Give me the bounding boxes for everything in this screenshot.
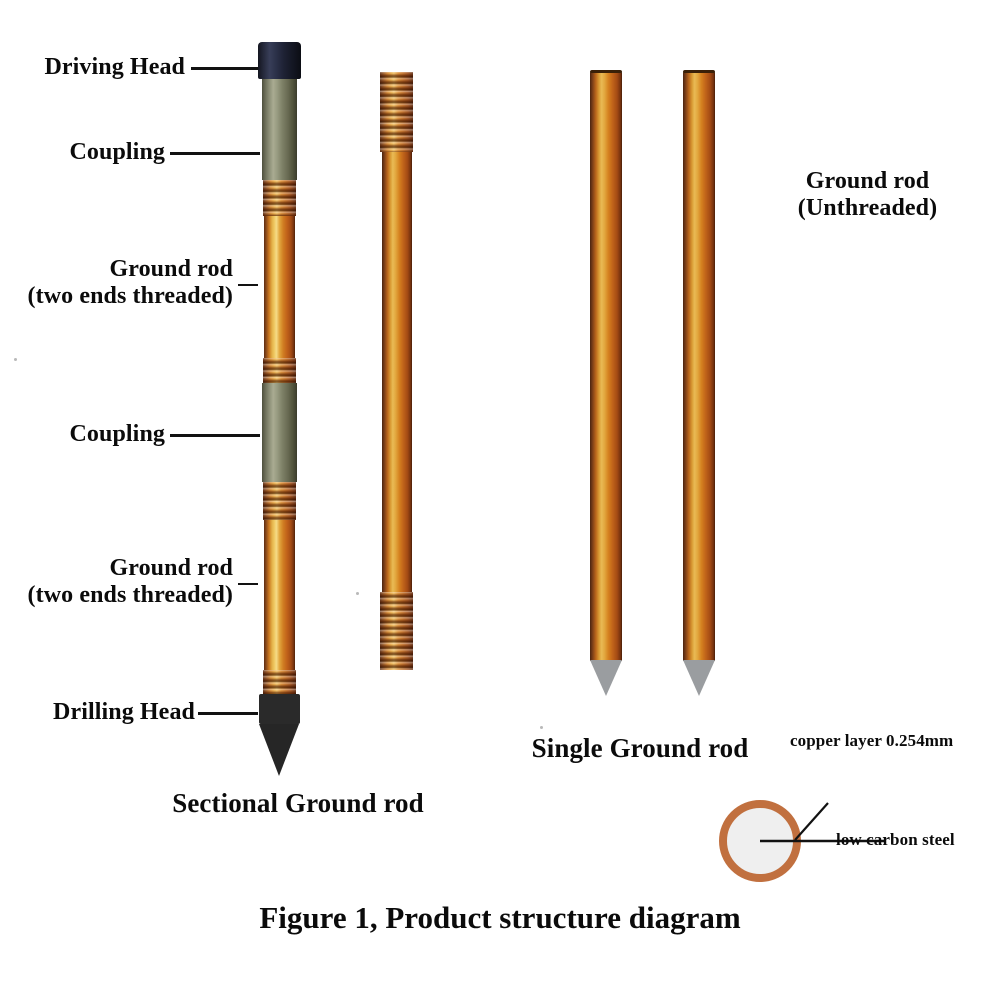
callout-ground-rod-bottom-line2: (two ends threaded): [27, 581, 233, 608]
leader-line-drilling-head: [198, 712, 258, 715]
thread-band-lower: [263, 670, 296, 696]
drilling-head-cone: [259, 694, 300, 776]
driving-head-cap: [258, 42, 301, 79]
coupling-sleeve-bottom: [262, 383, 297, 482]
scan-speck-3: [14, 358, 17, 361]
unthreaded-rod-2-steel-tip: [683, 660, 715, 696]
thread-band-upper: [263, 180, 296, 216]
callout-label-coupling-bottom: Coupling: [69, 421, 165, 447]
unthreaded-rod-label: Ground rod (Unthreaded): [745, 168, 990, 222]
sectional-assembly-title: Sectional Ground rod: [172, 788, 424, 818]
single-ground-rod-title: Single Ground rod: [531, 733, 749, 763]
scan-speck-2: [540, 726, 543, 729]
coupling-sleeve-top: [262, 79, 297, 180]
unthreaded-rod-1-top-edge: [590, 70, 622, 74]
callout-ground-rod-bottom-line1: Ground rod: [109, 555, 233, 581]
ground-rod-shaft-upper: [264, 216, 295, 358]
callout-label-ground-rod-bottom: Ground rod (two ends threaded): [5, 555, 233, 609]
leader-line-ground-rod-bottom: [238, 583, 258, 585]
unthreaded-label-line2: (Unthreaded): [797, 194, 938, 221]
threaded-rod-top-threads: [380, 72, 413, 152]
cross-section-copper-layer-label: copper layer 0.254mm: [790, 731, 954, 750]
callout-label-coupling-top: Coupling: [69, 139, 165, 165]
unthreaded-rod-2-shaft: [683, 73, 715, 661]
unthreaded-label-line1: Ground rod: [805, 168, 930, 194]
scan-speck-1: [356, 592, 359, 595]
callout-label-ground-rod-top: Ground rod (two ends threaded): [5, 256, 233, 310]
leader-line-ground-rod-top: [238, 284, 258, 286]
threaded-rod-shaft: [382, 152, 412, 592]
unthreaded-rod-1-shaft: [590, 73, 622, 661]
callout-label-drilling-head: Drilling Head: [53, 699, 195, 725]
thread-band-mid-lower: [263, 482, 296, 520]
thread-band-mid-upper: [263, 358, 296, 383]
threaded-rod-bottom-threads: [380, 592, 413, 670]
cross-section-leader-lines: [760, 802, 885, 843]
figure-caption: Figure 1, Product structure diagram: [259, 900, 741, 935]
callout-ground-rod-top-line1: Ground rod: [109, 256, 233, 282]
cross-section-low-carbon-steel-label: low carbon steel: [836, 830, 955, 849]
leader-line-driving-head: [191, 67, 258, 70]
unthreaded-rod-1-steel-tip: [590, 660, 622, 696]
ground-rod-shaft-lower: [264, 520, 295, 670]
leader-line-coupling-bottom: [170, 434, 260, 437]
leader-line-coupling-top: [170, 152, 260, 155]
callout-label-driving-head: Driving Head: [44, 54, 185, 80]
callout-ground-rod-top-line2: (two ends threaded): [27, 282, 233, 309]
unthreaded-rod-2-top-edge: [683, 70, 715, 74]
